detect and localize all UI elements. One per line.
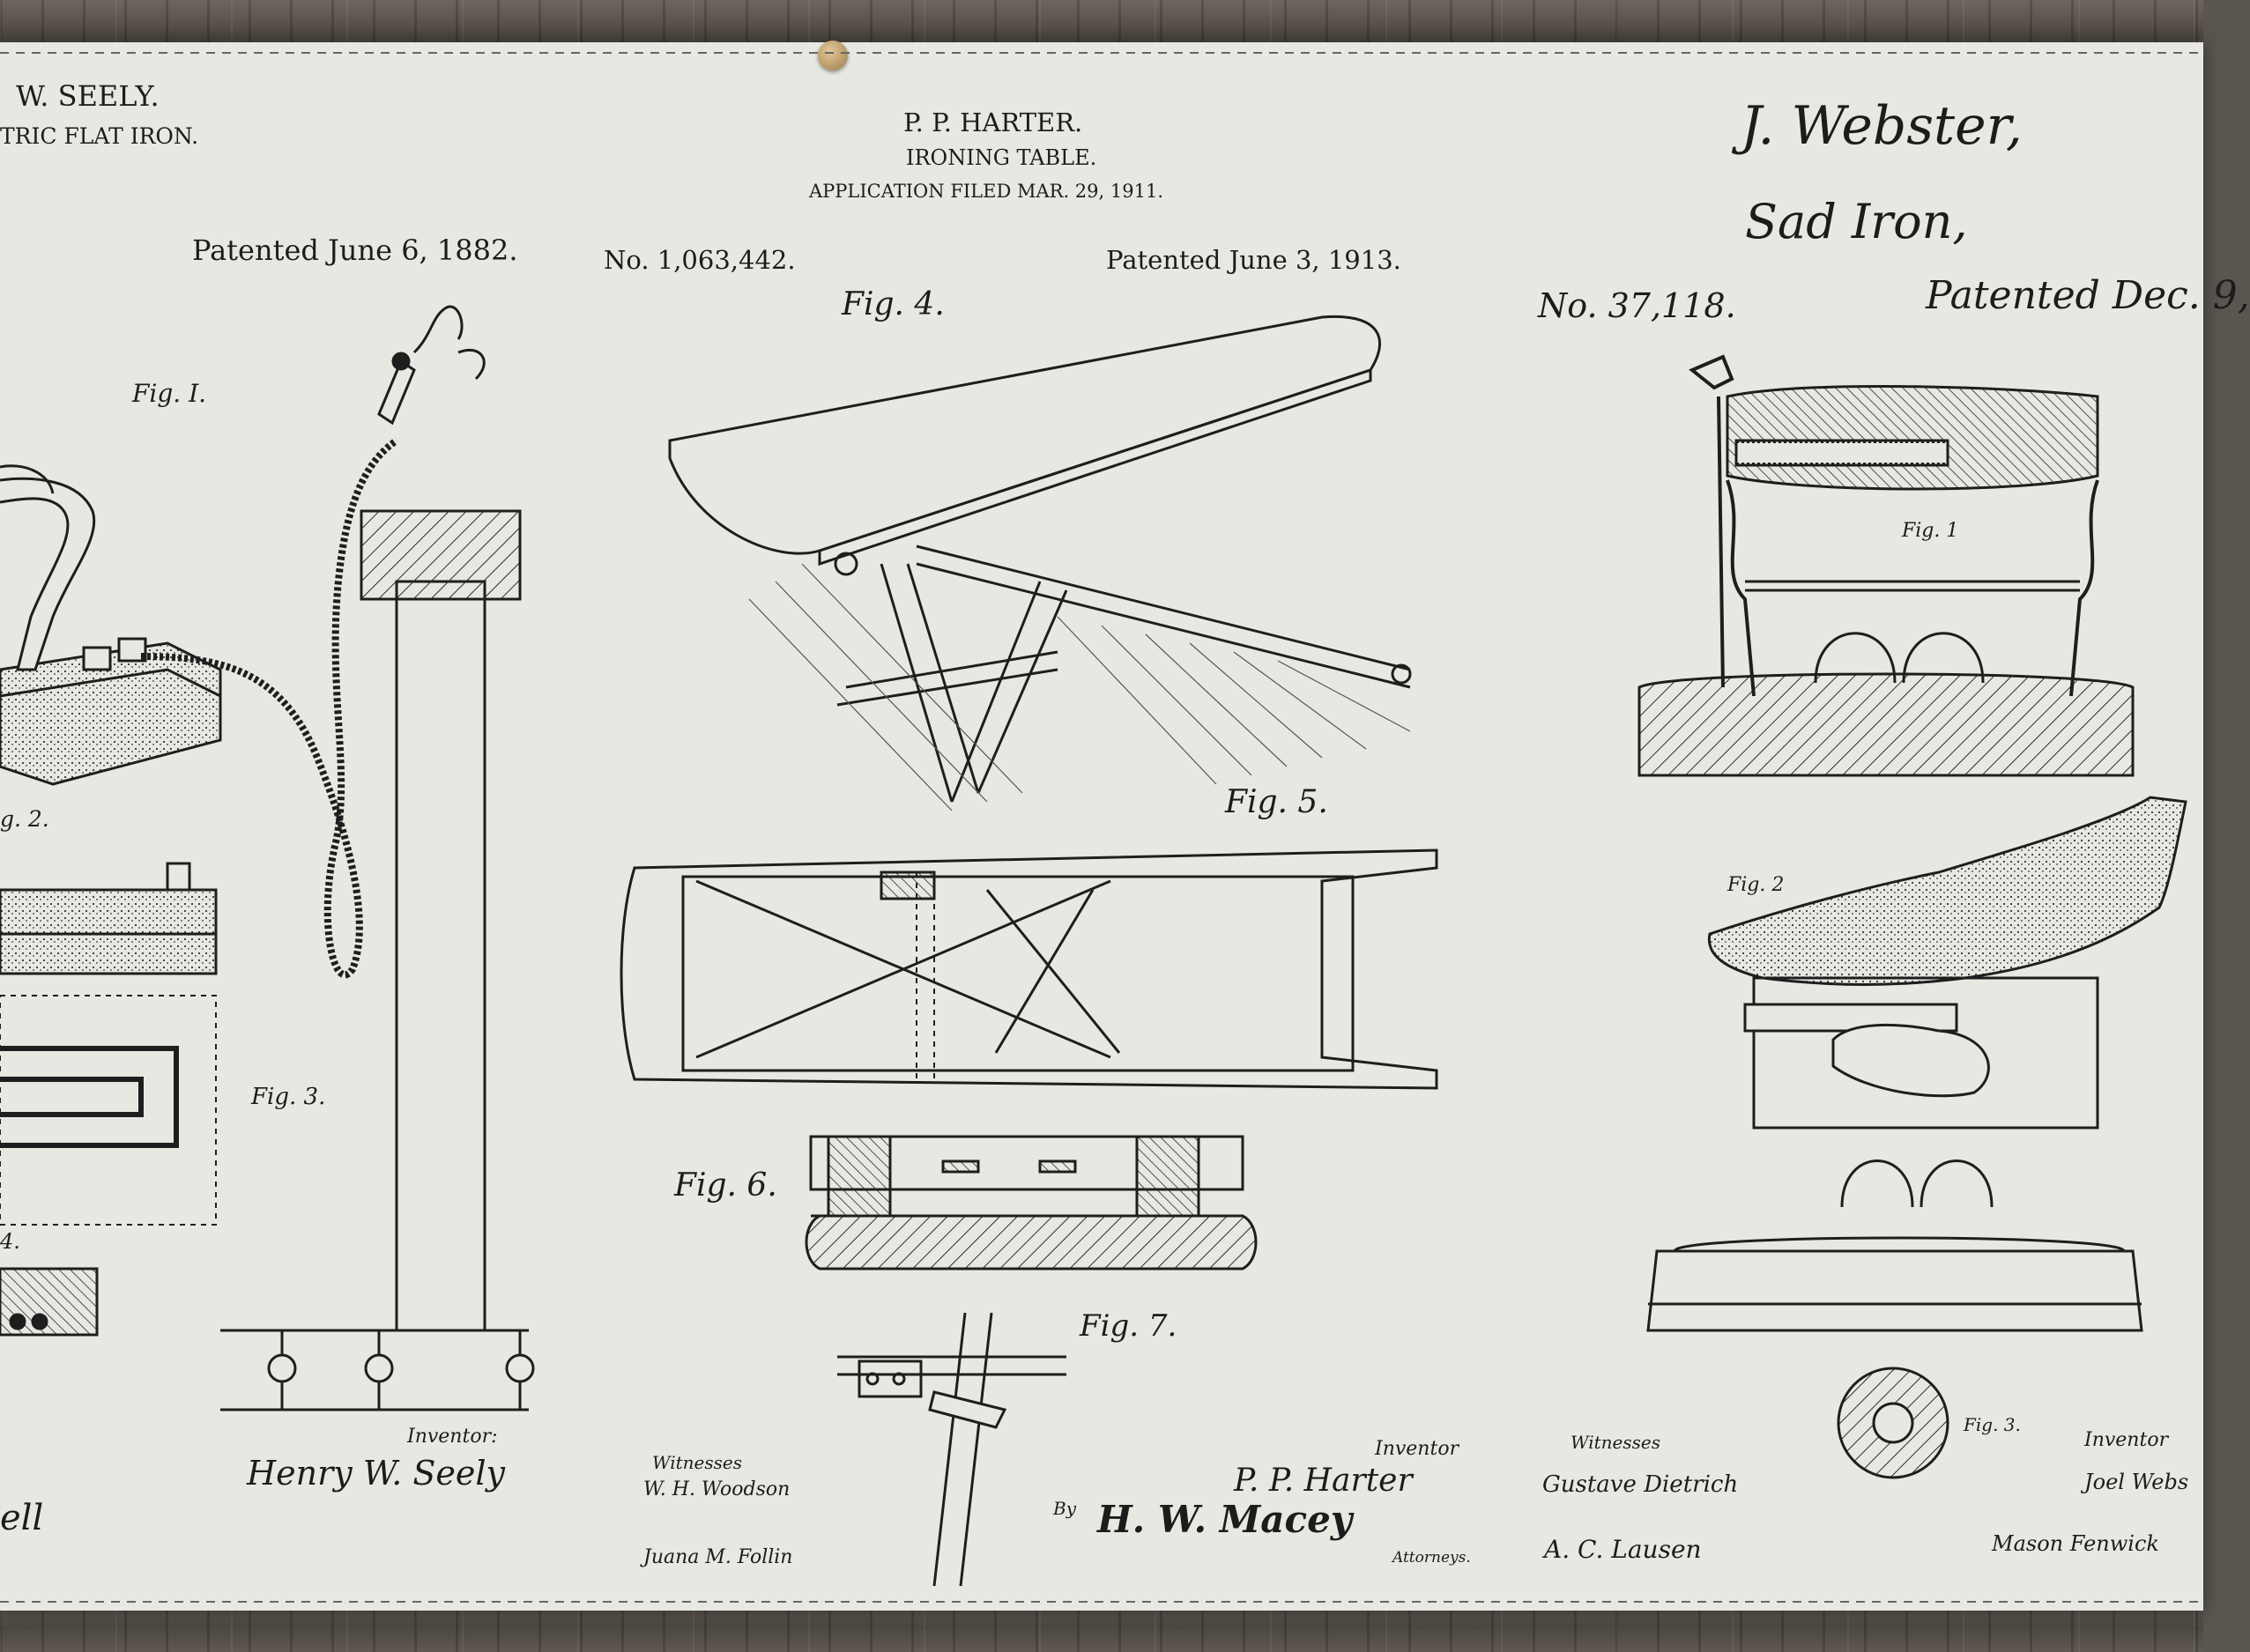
harter-fig6-label: Fig. 6. <box>674 1167 777 1204</box>
seely-fig2-plate <box>0 890 216 974</box>
webster-title: J. Webster, <box>1741 95 2023 157</box>
seely-witness-signature: ell <box>0 1498 44 1538</box>
harter-fig5-frame <box>621 850 1437 1088</box>
harter-fig6-section <box>811 1137 1243 1189</box>
webster-fig2-label: Fig. 2 <box>1727 874 1785 896</box>
harter-fig7-label: Fig. 7. <box>1080 1308 1177 1344</box>
webster-witness1-signature: Gustave Dietrich <box>1542 1471 1739 1498</box>
harter-by-label: By <box>1053 1498 1076 1519</box>
seely-inventor-label: Inventor: <box>407 1426 498 1448</box>
harter-inventor-label: Inventor <box>1375 1438 1459 1460</box>
harter-witness2-signature: Juana M. Follin <box>643 1546 793 1568</box>
harter-fig5-label: Fig. 5. <box>1225 784 1328 820</box>
seely-title: W. SEELY. <box>16 79 160 113</box>
webster-drawing <box>1639 357 2186 1478</box>
webster-patent-date: Patented Dec. 9, <box>1926 273 2250 318</box>
harter-attorneys-label: Attorneys. <box>1392 1549 1471 1567</box>
seely-patent-date: Patented June 6, 1882. <box>192 233 518 267</box>
harter-drawing <box>621 316 1437 1586</box>
harter-floor-hatch <box>749 564 1410 811</box>
seely-cord <box>141 441 397 974</box>
webster-fig1-label: Fig. 1 <box>1902 520 1959 542</box>
seely-inventor-signature: Henry W. Seely <box>247 1454 506 1493</box>
harter-attorney-signature: H. W. Macey <box>1097 1498 1353 1541</box>
harter-witness1-signature: W. H. Woodson <box>643 1478 791 1500</box>
seely-iron-body <box>0 643 220 784</box>
seely-iron-handle <box>0 478 94 670</box>
webster-fig1-base <box>1639 674 2133 775</box>
seely-fig2-label: g. 2. <box>0 806 49 832</box>
webster-witnesses-label: Witnesses <box>1571 1432 1660 1453</box>
webster-fig2-hand <box>1709 797 2186 985</box>
webster-attorney-signature: Mason Fenwick <box>1992 1531 2159 1556</box>
harter-title: P. P. HARTER. <box>903 107 1083 137</box>
patent-print-canvas <box>0 42 2203 1611</box>
harter-application-filed: APPLICATION FILED MAR. 29, 1911. <box>809 181 1163 202</box>
seely-fig4-label: 4. <box>0 1229 20 1254</box>
webster-subtitle: Sad Iron, <box>1745 194 1968 249</box>
harter-board-top <box>670 316 1380 553</box>
harter-fig4-label: Fig. 4. <box>842 286 945 322</box>
harter-witnesses-label: Witnesses <box>652 1452 742 1473</box>
seely-pole <box>397 582 485 1330</box>
webster-fig3-label: Fig. 3. <box>1964 1414 2021 1435</box>
harter-subtitle: IRONING TABLE. <box>906 145 1097 170</box>
patent-drawings <box>0 0 2203 1652</box>
push-pin <box>818 41 848 70</box>
seely-drawing <box>0 307 533 1410</box>
webster-inventor-label: Inventor <box>2084 1429 2169 1451</box>
seely-fig1-label: Fig. I. <box>132 379 207 408</box>
seely-subtitle: TRIC FLAT IRON. <box>0 123 199 149</box>
harter-patent-number: No. 1,063,442. <box>604 245 796 275</box>
harter-inventor-signature: P. P. Harter <box>1234 1463 1413 1499</box>
webster-witness2-signature: A. C. Lausen <box>1544 1535 1702 1564</box>
harter-patent-date: Patented June 3, 1913. <box>1106 245 1401 275</box>
webster-patent-number: No. 37,118. <box>1538 286 1736 325</box>
seely-fig3-label: Fig. 3. <box>251 1084 326 1110</box>
webster-inventor-signature: Joel Webs <box>2084 1470 2189 1494</box>
